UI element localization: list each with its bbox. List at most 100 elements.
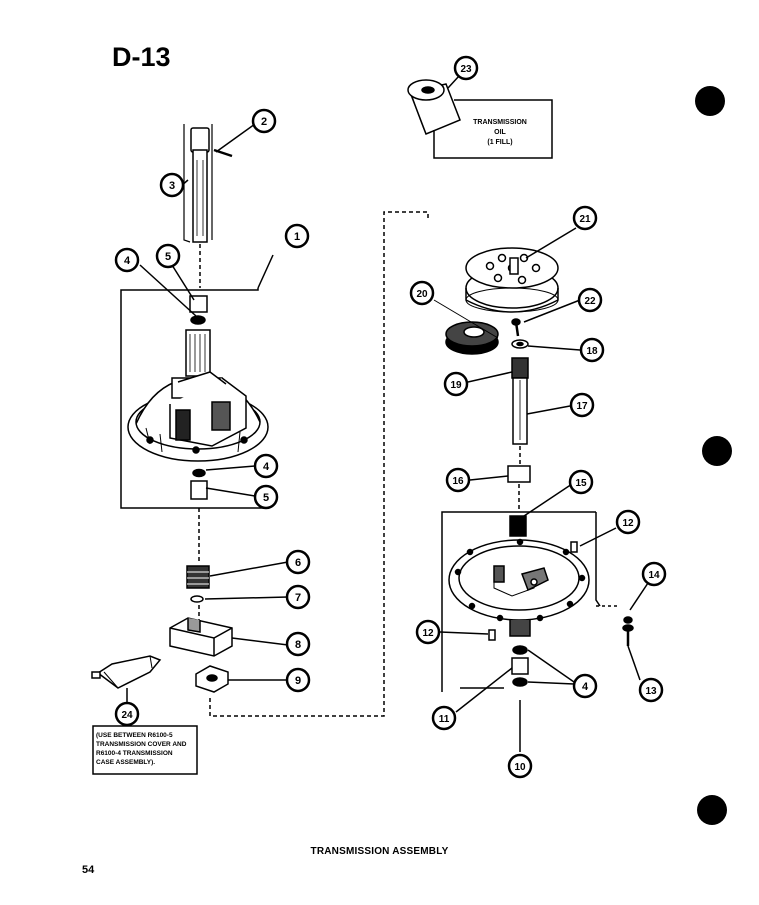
callout-12-label: 12 xyxy=(622,518,634,529)
callout-5-label: 5 xyxy=(263,492,269,504)
callout-11-label: 11 xyxy=(439,714,450,725)
callout-18-label: 18 xyxy=(586,346,598,357)
callout-9-label: 9 xyxy=(295,675,301,687)
callout-22 xyxy=(577,287,603,313)
part-6-gear xyxy=(186,565,210,589)
callout-24 xyxy=(114,701,140,727)
callout-15 xyxy=(568,469,594,495)
callout-22-label: 22 xyxy=(584,296,596,307)
part-3-shaft xyxy=(183,124,213,243)
part-15-bushing xyxy=(509,515,527,537)
oil-box-text: OIL xyxy=(494,129,506,136)
callout-4-label: 4 xyxy=(124,255,131,267)
binder-hole xyxy=(697,795,727,825)
callout-15-label: 15 xyxy=(575,478,587,489)
callout-10-label: 10 xyxy=(514,762,526,773)
binder-hole xyxy=(695,86,725,116)
callout-14 xyxy=(641,561,667,587)
callout-6 xyxy=(285,549,311,575)
callout-17 xyxy=(569,392,595,418)
callout-2 xyxy=(251,108,277,134)
callout-6-label: 6 xyxy=(295,557,301,569)
part-12-pin xyxy=(488,629,496,641)
part-5-bushing xyxy=(190,480,208,500)
callout-4 xyxy=(114,247,140,273)
assembly-connector-line xyxy=(209,211,429,717)
callout-7-label: 7 xyxy=(295,592,301,604)
binder-hole xyxy=(702,436,732,466)
callout-5 xyxy=(253,484,279,510)
callout-4-label: 4 xyxy=(263,461,270,473)
callout-13-label: 13 xyxy=(645,686,657,697)
callout-3-label: 3 xyxy=(169,180,175,192)
callout-14-label: 14 xyxy=(648,570,660,581)
note-text: CASE ASSEMBLY). xyxy=(96,759,155,766)
part-4-washer xyxy=(512,677,528,687)
part-4-washer xyxy=(192,468,206,478)
callout-2-label: 2 xyxy=(261,116,267,128)
part-14-washer xyxy=(623,616,633,624)
note-text: TRANSMISSION COVER AND xyxy=(96,741,187,748)
part-17-shaft xyxy=(512,377,528,445)
leader-line xyxy=(447,75,460,89)
part-5-bushing xyxy=(189,295,208,313)
callout-1 xyxy=(284,223,310,249)
callout-4 xyxy=(572,673,598,699)
part-24-grease-tube xyxy=(91,655,162,704)
callout-8 xyxy=(285,631,311,657)
callout-10 xyxy=(507,753,533,779)
part-9-block xyxy=(195,665,229,693)
callout-16 xyxy=(445,467,471,493)
callout-17-label: 17 xyxy=(576,401,588,412)
note-text: R6100-4 TRANSMISSION xyxy=(96,750,173,757)
callout-8-label: 8 xyxy=(295,639,301,651)
callout-4 xyxy=(253,453,279,479)
part-21-pulley xyxy=(465,247,559,313)
callout-18 xyxy=(579,337,605,363)
part-16-block xyxy=(507,465,531,483)
page-id: D-13 xyxy=(112,42,171,72)
callout-16-label: 16 xyxy=(452,476,464,487)
callout-3 xyxy=(159,172,185,198)
part-7-washer xyxy=(190,595,204,603)
part-12-pin xyxy=(570,541,578,553)
callout-5-label: 5 xyxy=(165,251,171,263)
callout-5 xyxy=(155,243,181,269)
leader-line xyxy=(257,254,274,289)
callout-11 xyxy=(431,705,457,731)
callout-21 xyxy=(572,205,598,231)
part-13-screw xyxy=(622,624,634,646)
oil-box-text: (1 FILL) xyxy=(487,139,512,146)
callout-19-label: 19 xyxy=(450,380,462,391)
callout-12-label: 12 xyxy=(422,628,434,639)
part-23-oil-can xyxy=(407,79,461,135)
part-8-slider xyxy=(169,617,233,657)
callout-24-label: 24 xyxy=(121,710,133,721)
transmission-case xyxy=(127,329,269,462)
callout-20-label: 20 xyxy=(416,289,428,300)
part-19-pinion xyxy=(511,357,529,379)
callout-23 xyxy=(453,55,479,81)
leader-line xyxy=(525,227,577,259)
callout-9 xyxy=(285,667,311,693)
part-20-gear xyxy=(445,321,499,355)
note-box-frame xyxy=(92,725,198,775)
callout-23-label: 23 xyxy=(460,64,472,75)
callout-12 xyxy=(415,619,441,645)
callout-7 xyxy=(285,584,311,610)
diagram-caption: TRANSMISSION ASSEMBLY xyxy=(310,846,449,857)
callout-12 xyxy=(615,509,641,535)
part-1-bracket xyxy=(120,288,267,509)
callout-21-label: 21 xyxy=(579,214,591,225)
page-number: 54 xyxy=(82,864,95,876)
part-4-washer xyxy=(512,645,528,655)
callout-20 xyxy=(409,280,435,306)
callout-19 xyxy=(443,371,469,397)
callout-13 xyxy=(638,677,664,703)
oil-box-text: TRANSMISSION xyxy=(473,119,527,126)
transmission-cover xyxy=(448,538,590,637)
note-text: (USE BETWEEN R6100-5 xyxy=(96,732,173,739)
oil-box-frame xyxy=(433,99,553,159)
callout-4-label: 4 xyxy=(582,681,589,693)
